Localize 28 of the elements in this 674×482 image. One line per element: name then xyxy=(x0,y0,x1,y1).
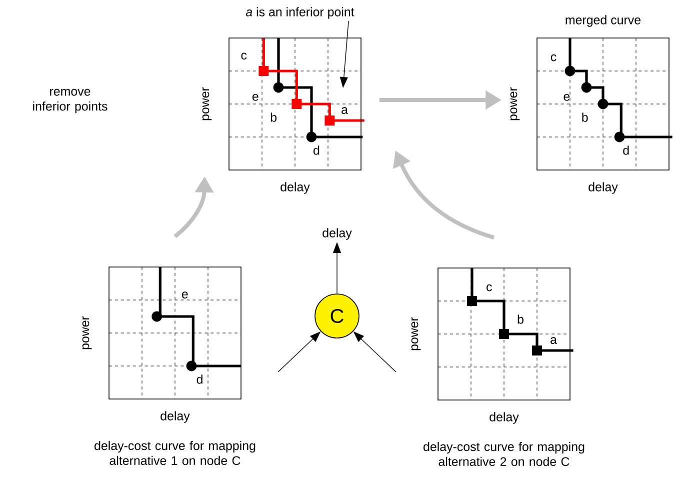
point-label: c xyxy=(486,284,492,292)
axis-label: power xyxy=(82,316,92,350)
axis-label: delay xyxy=(490,412,519,424)
point-label: b xyxy=(270,112,276,122)
axis-label: delay xyxy=(280,182,310,194)
axis-label: power xyxy=(510,87,520,120)
point-label: e xyxy=(564,94,570,101)
point-label: d xyxy=(314,146,320,155)
point-label: d xyxy=(623,146,629,155)
axis-label: delay xyxy=(322,228,352,240)
node-label: delay-cost curve for mapping alternative 2 on node C xyxy=(424,442,584,466)
point-label: b xyxy=(582,112,588,122)
point-label: c xyxy=(550,54,556,62)
point-label: c xyxy=(241,52,247,60)
point-label: e xyxy=(252,94,258,101)
node-label: delay-cost curve for mapping alternative 1 on node C xyxy=(94,440,256,466)
point-label: e xyxy=(182,292,188,298)
annotation-text: a is an inferior point xyxy=(246,7,354,19)
axis-label: power xyxy=(411,317,421,350)
axis-label: power xyxy=(202,87,212,120)
point-label: a xyxy=(550,337,557,344)
axis-label: delay xyxy=(588,182,618,194)
axis-label: delay xyxy=(160,411,190,423)
point-label: b xyxy=(518,314,524,324)
point-label: a xyxy=(342,107,348,114)
chart-title: merged curve xyxy=(566,15,640,27)
note-text: remove inferior points xyxy=(33,88,108,114)
point-label: d xyxy=(196,374,202,384)
